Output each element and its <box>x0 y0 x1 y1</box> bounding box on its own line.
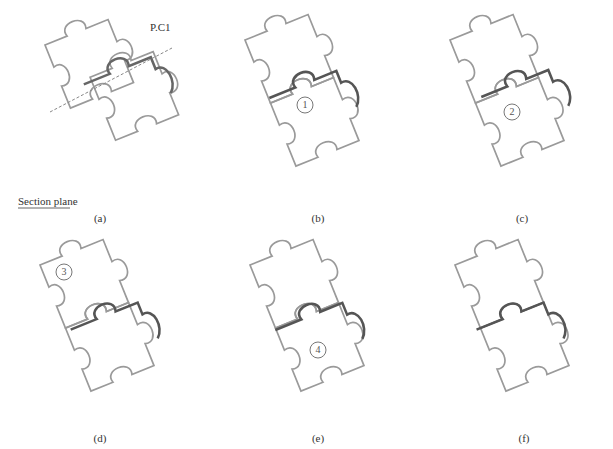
callout-number: 4 <box>316 345 321 355</box>
panel-label: (a) <box>94 213 106 224</box>
part-label: P.C1 <box>150 22 171 33</box>
callout-number: 1 <box>303 100 308 110</box>
plane-label: Section plane <box>18 196 78 207</box>
callout-number: 3 <box>62 267 67 277</box>
panel-label: (b) <box>312 213 325 224</box>
panel-label: (e) <box>312 433 324 444</box>
panel-label: (c) <box>516 213 528 224</box>
callout-number: 2 <box>510 107 515 117</box>
panel-label: (f) <box>519 433 530 444</box>
panel-label: (d) <box>94 433 107 444</box>
